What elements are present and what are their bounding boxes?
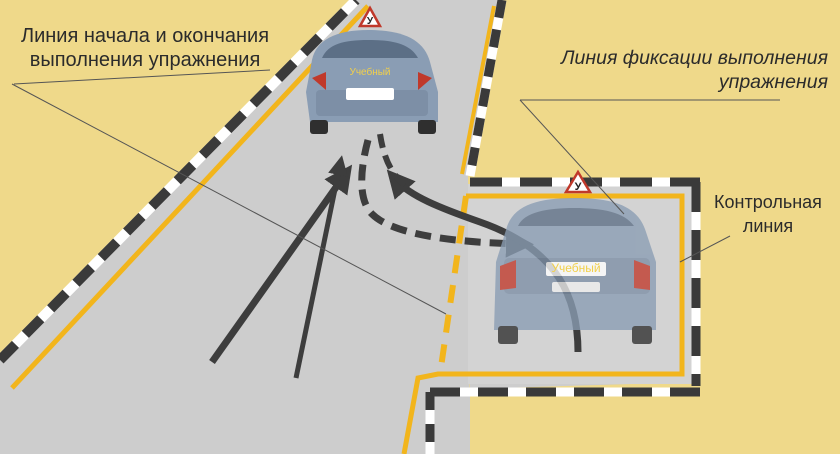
label-control-line: Контрольная линия (700, 190, 836, 238)
car-top-sign (357, 5, 383, 28)
training-car-parked (494, 198, 656, 344)
right-edge-yellow-line (460, 5, 496, 175)
label-start-finish-line-2: выполнения упражнения (29, 49, 261, 71)
label-control-line-1: Контрольная (714, 192, 822, 212)
leader-fixation-2 (519, 99, 625, 215)
car-top-sign-letter: У (367, 16, 374, 27)
label-fixation-line-2: упражнения (718, 71, 828, 93)
label-start-finish-line: Линия начала и окончания выполнения упра… (10, 24, 280, 72)
label-start-finish-line-1: Линия начала и окончания (20, 25, 270, 47)
leader-start-finish (11, 83, 447, 315)
reverse-path-dashed (358, 139, 534, 258)
forward-arrow-center (293, 155, 348, 379)
bay-yellow-outline (401, 193, 685, 454)
car-parked-sign-letter: У (575, 181, 582, 193)
forward-arrow-left (209, 164, 353, 365)
car-top-plate-text: Учебный (349, 66, 390, 78)
training-car-top (306, 30, 438, 134)
approach-path-arrow (377, 133, 412, 193)
label-fixation-line: Линия фиксации выполнения упражнения (512, 46, 828, 94)
car-parked-plate-text: Учебный (551, 261, 600, 275)
car-parked-sign (563, 169, 593, 194)
left-curb-dashes (0, 0, 360, 364)
leader-control (679, 235, 731, 263)
leader-start-finish-2 (13, 69, 271, 85)
label-control-line-2: линия (742, 216, 794, 236)
label-fixation-line-1: Линия фиксации выполнения (561, 47, 828, 69)
right-curb-base (465, 0, 507, 177)
left-edge-yellow-line (10, 4, 370, 390)
